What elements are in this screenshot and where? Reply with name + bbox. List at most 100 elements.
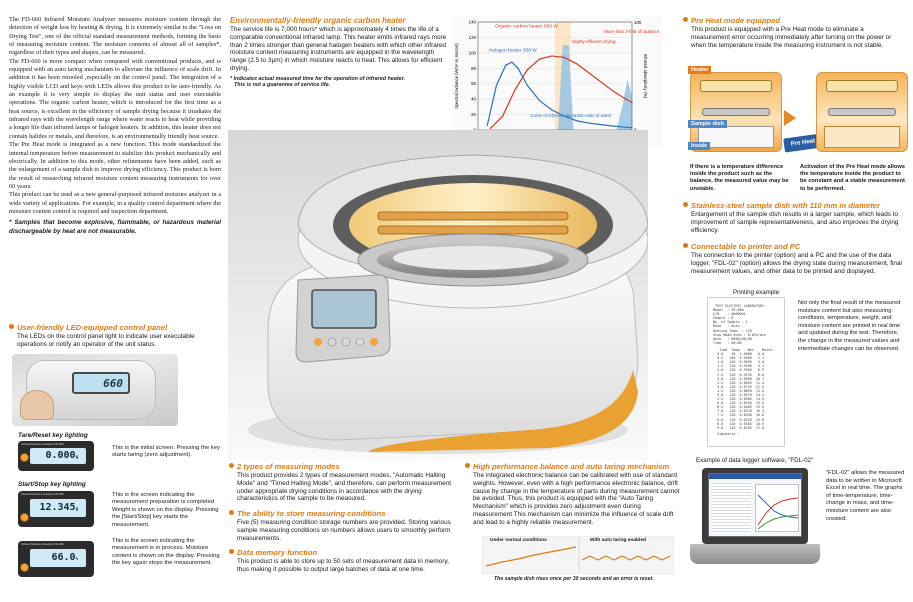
series-point — [489, 127, 491, 130]
printout-header-line: Mode : Auto — [713, 324, 740, 329]
series-point — [517, 67, 519, 69]
screen-chart — [755, 484, 799, 532]
printout-row: 0.0 20 1.0000 0.0 — [713, 352, 765, 357]
screen-grid — [711, 482, 751, 534]
start-stop-key-button[interactable] — [20, 563, 29, 572]
balance-caption: The sample dish rises once per 30 second… — [494, 576, 654, 582]
carbon-heading: Environmentally-friendly organic carbon … — [230, 16, 406, 25]
printout-row: 6.5 120 0.8405 15.9 — [713, 405, 765, 410]
spectrum-chart: 0204060801001201400123451000Organic carb… — [452, 16, 662, 148]
right-tick-label: 100 — [634, 20, 642, 25]
tare-heading: Tare/Reset key lighting — [18, 432, 88, 439]
tare-caption: This is the initial screen. Pressing the… — [112, 445, 221, 459]
series-point — [514, 89, 516, 91]
dish-right — [828, 108, 896, 116]
dish-left — [702, 108, 770, 116]
series-point — [505, 64, 507, 66]
bullet-icon — [683, 202, 688, 207]
bullet-icon — [229, 510, 234, 515]
carbon-body: The service life is 7,000 hours* which i… — [230, 26, 447, 72]
printout-row: 2.5 120 0.9135 8.6 — [713, 372, 765, 377]
bullet-icon — [9, 324, 14, 329]
inside-left — [698, 126, 774, 148]
intro-paragraph: This product can be used as a new genera… — [9, 191, 221, 215]
series-point — [588, 122, 590, 124]
led-panel-section: User-friendly LED-equipped control panel… — [9, 323, 224, 349]
printout-row: 9.0 120 0.8295 17.0 — [713, 425, 765, 430]
printout-row: 1.5 120 0.9490 5.1 — [713, 364, 765, 369]
printout-columns: Time Temp. Wet. Moist. — [713, 347, 775, 352]
product-photo — [228, 130, 648, 460]
led-panel-body: The LEDs on the control panel light to i… — [17, 333, 195, 348]
label-heater: Heater — [688, 66, 712, 74]
intro-note: * Samples that become explosive, flammab… — [9, 219, 221, 235]
printout-header-line: Time : 00:00 — [713, 340, 742, 345]
printout-row: 0.5 100 0.9890 1.1 — [713, 356, 765, 361]
printout-header: -TEST ELECTRIC LABORATORY-Model : FD-660… — [713, 304, 779, 345]
printout-row: 4.0 120 0.8745 12.5 — [713, 384, 765, 389]
dish-section: Stainless-steel sample dish with 110 mm … — [683, 201, 905, 234]
series-point — [502, 115, 504, 117]
y-tick-label: 120 — [469, 35, 477, 40]
series-point — [486, 124, 488, 126]
bullet-icon — [683, 17, 688, 22]
y-tick-label: 100 — [469, 50, 477, 55]
arrow-icon — [784, 110, 796, 126]
printout-row: 8.5 120 0.8305 16.9 — [713, 421, 765, 426]
series-point — [551, 109, 553, 111]
series-line — [486, 61, 633, 129]
series-point — [631, 127, 633, 129]
series-point — [526, 84, 528, 86]
inside-right — [824, 126, 900, 148]
label-under-normal: Under normal conditions — [490, 538, 547, 543]
series-point — [600, 124, 602, 126]
printout-row: 3.5 120 0.8855 11.4 — [713, 380, 765, 385]
printout-row: 7.5 120 0.8340 16.6 — [713, 413, 765, 418]
carbon-note-2: This is not a guarantee of service life. — [234, 82, 331, 89]
preheat-section: Pre Heat mode equipped This product is e… — [683, 16, 903, 49]
y-axis-label: Spectral radiance (W/m²·sr·micron) — [454, 43, 459, 109]
startstop-lcd-2: Infrared Moisture Analyzer FD-660 66.0% — [18, 541, 94, 577]
bullet-icon — [229, 463, 234, 468]
printer-side-text: Not only the final result of the measure… — [798, 300, 901, 352]
printout-rows: 0.0 20 1.0000 0.0 0.5 100 0.9890 1.1 1.0… — [713, 352, 779, 430]
printer-heading: Connectable to printer and PC — [683, 242, 905, 251]
modes-heading: 2 types of measuring modes — [229, 462, 461, 471]
printout-header-line: No. of Sample : 1 — [713, 320, 748, 325]
carbon-note-1: * Indicates actual measured time for the… — [230, 75, 405, 82]
series-label-carbon: Organic carbon heater 500 W — [495, 23, 558, 29]
printout-row: 3.0 120 0.8990 10.1 — [713, 376, 765, 381]
startstop-caption-1: This is the screen indicating the measur… — [112, 492, 219, 528]
y-tick-label: 80 — [471, 66, 476, 71]
printout-header-line: Model : FD-660 — [713, 308, 744, 313]
start-stop-key-button[interactable] — [20, 513, 29, 522]
printout-header-line: Stop Mode Auto : 0.05%/min — [713, 332, 767, 337]
weight-display: 12.345g — [30, 499, 86, 517]
store-heading: The ability to store measuring condition… — [229, 509, 461, 518]
heater-left — [700, 80, 772, 92]
series-point — [575, 63, 578, 65]
series-point — [539, 100, 541, 102]
label-inside: Inside — [688, 142, 711, 150]
y-tick-label: 60 — [471, 81, 476, 86]
startstop-caption-2: This is the screen indicating the measur… — [112, 538, 220, 567]
memory-heading: Data memory function — [229, 548, 461, 557]
moisture-display: 66.0% — [30, 549, 86, 567]
intro-paragraph: The FD-660 Infrared Moisture Analyzer me… — [9, 16, 221, 57]
control-panel-photo: 660 — [12, 354, 178, 426]
series-point — [612, 90, 615, 93]
finger-shape — [20, 390, 54, 420]
printout-header-line: Date : 0000/00/00 — [713, 336, 752, 341]
laptop-image — [690, 466, 820, 580]
series-point — [551, 55, 553, 57]
series-point — [563, 115, 565, 117]
series-label-halogen: Halogen heater 300 W — [489, 47, 537, 53]
printout-row: 6.0 120 0.8450 15.5 — [713, 401, 765, 406]
tare-key-button[interactable] — [20, 453, 29, 462]
tare-display: 0.000g — [30, 448, 86, 464]
series-point — [612, 125, 615, 127]
bullet-icon — [683, 243, 688, 248]
printout-header-line: -TEST ELECTRIC LABORATORY- — [713, 304, 767, 308]
balance-section: High performance balance and auto taring… — [465, 462, 680, 527]
printout-row: 4.5 120 0.8650 13.5 — [713, 388, 765, 393]
